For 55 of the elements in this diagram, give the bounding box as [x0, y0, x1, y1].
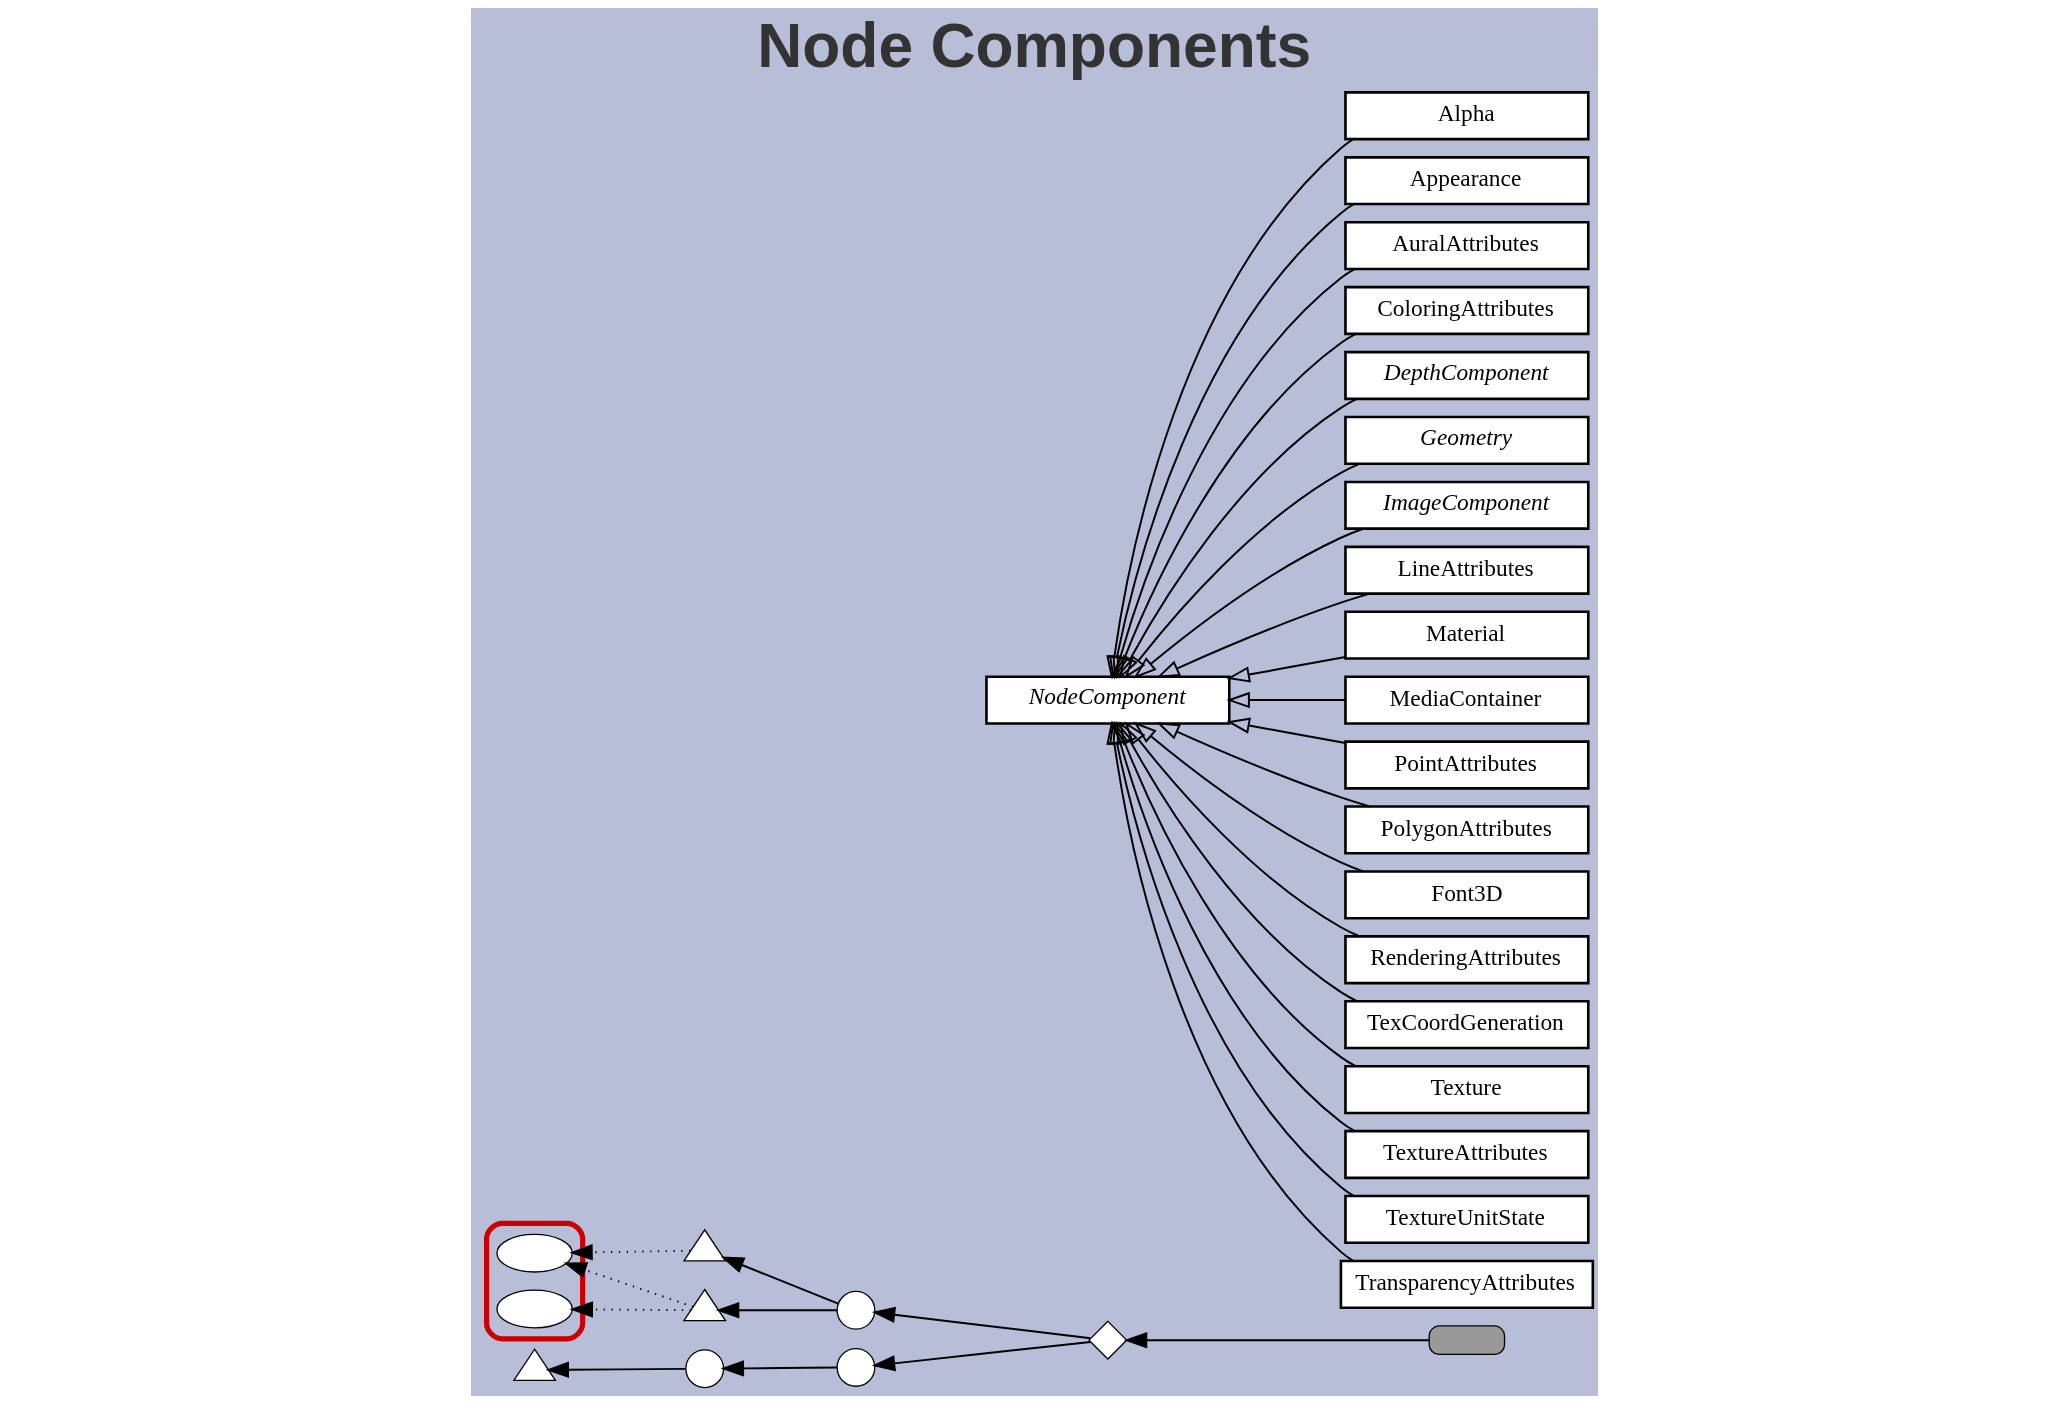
node-box: TextureAttributes — [1344, 1129, 1590, 1180]
arrow — [1123, 1331, 1431, 1349]
arrow — [1156, 722, 1371, 808]
node-box: Texture — [1344, 1064, 1590, 1115]
node-box: Appearance — [1344, 156, 1590, 206]
node-triangle — [512, 1348, 557, 1382]
node-circle — [685, 1349, 725, 1389]
node-box: PolygonAttributes — [1344, 805, 1590, 855]
arrow — [563, 1262, 694, 1308]
cluster — [484, 1220, 586, 1342]
node-box: NodeComponent — [985, 675, 1231, 725]
arrow — [720, 1360, 838, 1377]
arrow — [1133, 721, 1365, 873]
arrow — [1156, 592, 1371, 678]
arrow — [1116, 333, 1357, 680]
arrow — [1119, 398, 1358, 680]
node-box: MediaContainer — [1344, 675, 1590, 725]
node-box: TransparencyAttributes — [1339, 1259, 1595, 1309]
node-box: PointAttributes — [1344, 740, 1590, 790]
node-box: Geometry — [1344, 415, 1590, 466]
node-box: RenderingAttributes — [1344, 935, 1590, 985]
diagram-title: Node Components — [757, 10, 1312, 80]
arrow — [720, 1256, 840, 1305]
node-box: LineAttributes — [1344, 545, 1590, 595]
node-box: AuralAttributes — [1344, 220, 1590, 271]
arrow — [715, 1302, 838, 1319]
node-ellipse — [496, 1233, 573, 1273]
arrow — [569, 1301, 692, 1318]
arrow — [545, 1361, 687, 1378]
arrow — [1226, 691, 1347, 709]
arrow — [1133, 527, 1365, 679]
arrow — [871, 1340, 1092, 1372]
arrow — [871, 1306, 1092, 1340]
node-diamond — [1088, 1320, 1128, 1360]
node-triangle — [682, 1288, 727, 1322]
node-circle — [836, 1347, 876, 1387]
node-box: Material — [1344, 610, 1590, 660]
arrow — [1119, 721, 1358, 1003]
node-box — [1428, 1325, 1506, 1356]
arrow — [1124, 462, 1361, 679]
node-box: ImageComponent — [1344, 480, 1590, 530]
arrow — [1226, 717, 1347, 745]
arrow — [569, 1244, 692, 1261]
node-circle — [836, 1290, 876, 1330]
node-ellipse — [496, 1289, 573, 1329]
node-box: ColoringAttributes — [1344, 285, 1590, 336]
node-box: Font3D — [1344, 870, 1590, 920]
node-box: Alpha — [1344, 91, 1590, 141]
node-box: TextureUnitState — [1344, 1194, 1590, 1245]
node-box: DepthComponent — [1344, 350, 1590, 401]
node-triangle — [682, 1228, 727, 1262]
arrow — [1226, 656, 1347, 683]
node-box: TexCoordGeneration — [1344, 1000, 1590, 1050]
arrow — [1124, 721, 1361, 938]
arrow — [1116, 720, 1357, 1067]
